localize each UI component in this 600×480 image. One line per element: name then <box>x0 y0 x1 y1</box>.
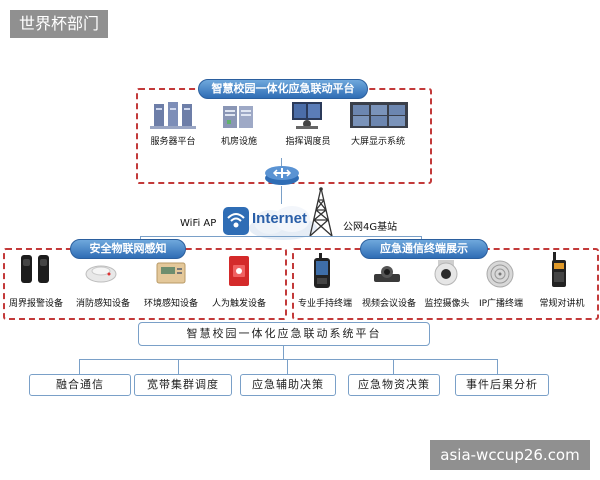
handheld-terminal-icon <box>314 253 330 288</box>
watermark-bottom-right: asia-wccup26.com <box>430 440 590 470</box>
terminal-item-label: IP广播终端 <box>478 299 524 309</box>
iot-item-label: 人为触发设备 <box>211 299 266 309</box>
alarm-button-icon <box>229 256 249 286</box>
data-center-icon <box>223 106 253 128</box>
iot-item-label: 消防感知设备 <box>75 299 130 309</box>
video-conference-icon <box>374 266 400 282</box>
cell-tower-icon <box>309 187 333 237</box>
platform-system-title: 智慧校园一体化应急联动系统平台 <box>138 322 430 346</box>
platform-branch-line <box>79 359 497 360</box>
router-downlink-line <box>281 186 282 204</box>
terminal-item-label: 监控摄像头 <box>424 299 470 309</box>
wifi-ap-label: WiFi AP <box>180 218 217 229</box>
platform-trunk-line <box>283 345 284 359</box>
terminal-item-label: 视频会议设备 <box>361 299 416 309</box>
branch-drop <box>79 359 80 374</box>
terminal-item-label: 专业手持终端 <box>297 299 352 309</box>
server-rack-icon <box>150 102 196 129</box>
platform-module: 应急物资决策 <box>348 374 440 396</box>
connector-horizontal <box>140 236 422 237</box>
top-item-label: 服务器平台 <box>150 137 196 147</box>
top-item-label: 指挥调度员 <box>285 137 331 147</box>
branch-drop <box>287 359 288 374</box>
router-uplink-line <box>281 158 282 168</box>
branch-drop <box>497 359 498 374</box>
video-wall-icon <box>350 102 408 128</box>
wifi-ap-icon <box>223 207 249 235</box>
iot-item-label: 周界报警设备 <box>8 299 63 309</box>
speaker-icon <box>486 260 514 288</box>
watermark-top-left: 世界杯部门 <box>10 10 108 38</box>
perimeter-sensor-icon <box>21 255 49 283</box>
terminal-item-label: 常规对讲机 <box>539 299 585 309</box>
internet-cloud-icon <box>249 206 317 240</box>
environment-sensor-icon <box>156 262 186 284</box>
dispatcher-icon <box>292 102 322 129</box>
branch-drop <box>393 359 394 374</box>
branch-drop <box>178 359 179 374</box>
iot-sensing-title: 安全物联网感知 <box>70 239 186 259</box>
top-item-label: 大屏显示系统 <box>350 137 405 147</box>
platform-module: 事件后果分析 <box>455 374 549 396</box>
iot-item-label: 环境感知设备 <box>143 299 198 309</box>
top-platform-title: 智慧校园一体化应急联动平台 <box>198 79 368 99</box>
top-item-label: 机房设施 <box>220 137 257 147</box>
internet-label: Internet <box>252 210 308 227</box>
platform-module: 应急辅助决策 <box>240 374 336 396</box>
smoke-detector-icon <box>85 265 117 283</box>
walkie-talkie-icon <box>552 252 566 287</box>
terminal-display-title: 应急通信终端展示 <box>360 239 488 259</box>
platform-module: 宽带集群调度 <box>134 374 232 396</box>
router-icon <box>265 166 299 185</box>
platform-module: 融合通信 <box>29 374 131 396</box>
tower-label: 公网4G基站 <box>343 222 398 233</box>
dome-camera-icon <box>434 260 458 286</box>
